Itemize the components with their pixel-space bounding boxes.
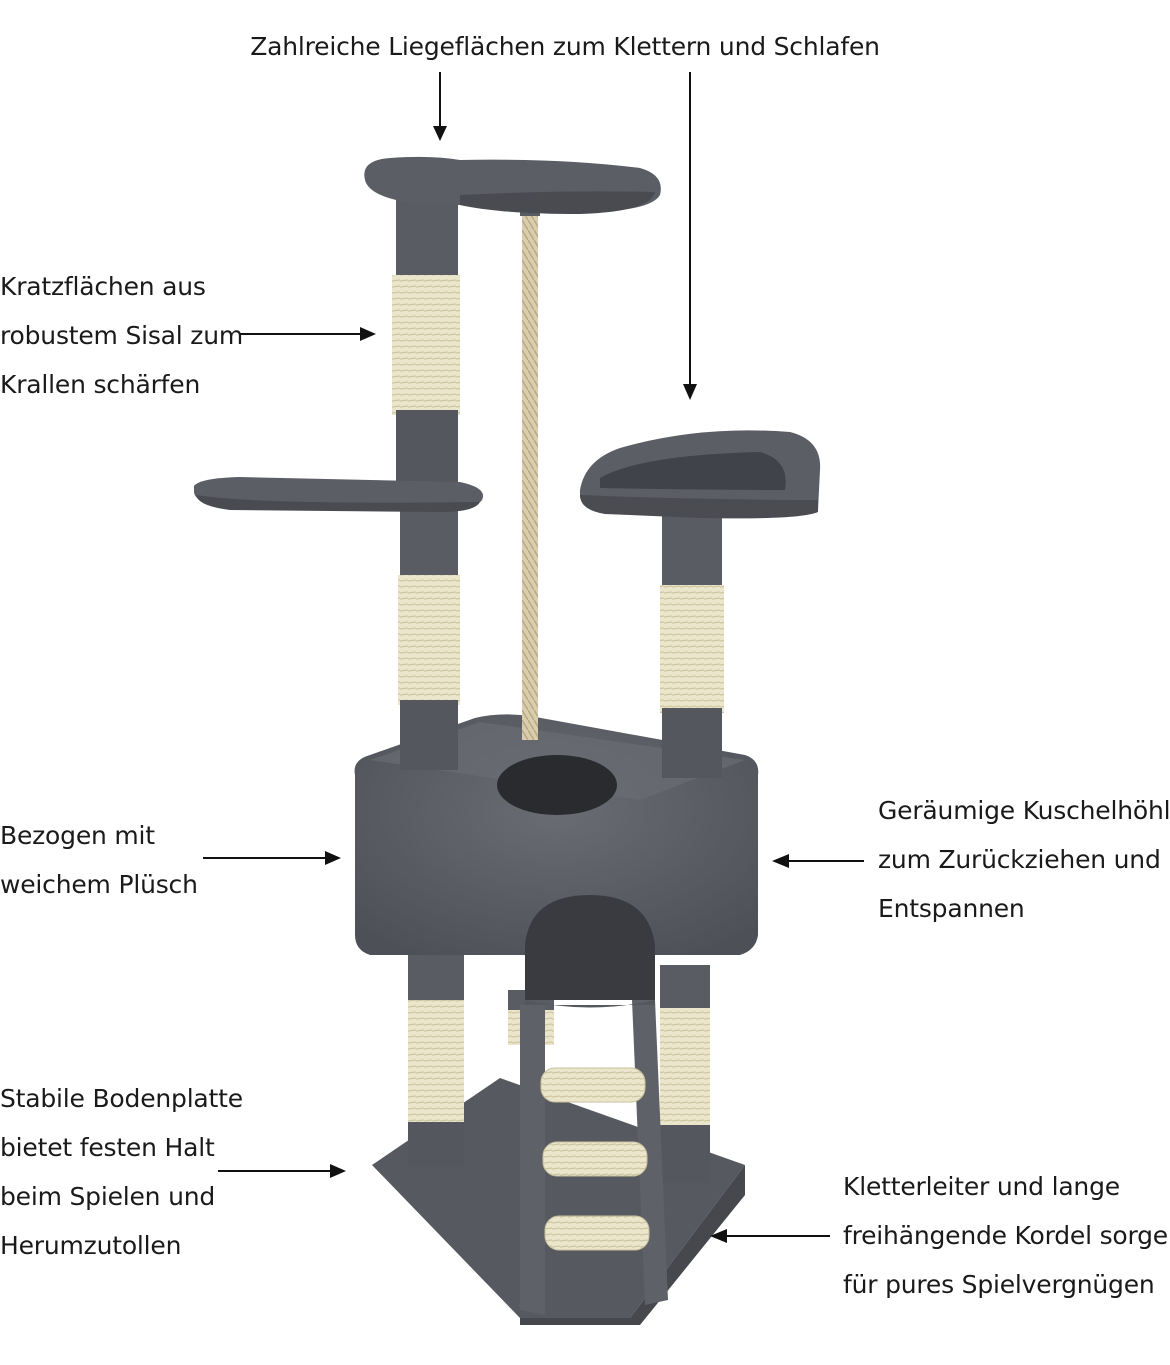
annotation-line: freihängende Kordel sorgen [843, 1221, 1170, 1250]
annotation-line: weichem Plüsch [0, 870, 198, 899]
annotation-sisal: Kratzflächen aus robustem Sisal zum Kral… [0, 262, 243, 409]
annotation-line: Geräumige Kuschelhöhle [878, 796, 1170, 825]
annotation-top-platforms: Zahlreiche Liegeflächen zum Klettern und… [0, 22, 1170, 71]
annotation-line: Entspannen [878, 894, 1025, 923]
cave-entrance [525, 895, 655, 1000]
lower-post-right [660, 965, 710, 1183]
annotation-base: Stabile Bodenplatte bietet festen Halt b… [0, 1074, 243, 1270]
right-post [660, 505, 724, 778]
hanging-rope [520, 198, 540, 740]
annotation-line: beim Spielen und [0, 1182, 216, 1211]
annotation-line: Kletterleiter und lange [843, 1172, 1120, 1201]
annotation-line: Bezogen mit [0, 821, 155, 850]
annotation-line: bietet festen Halt [0, 1133, 215, 1162]
tall-post [392, 190, 460, 770]
top-platform [364, 156, 661, 214]
annotation-line: Stabile Bodenplatte [0, 1084, 243, 1113]
climbing-ladder [520, 1000, 668, 1315]
annotation-ladder: Kletterleiter und lange freihängende Kor… [843, 1162, 1170, 1309]
cave-top-hole [497, 755, 617, 815]
middle-platform [194, 477, 484, 512]
lower-post-left [408, 955, 464, 1167]
annotation-line: Zahlreiche Liegeflächen zum Klettern und… [250, 32, 880, 61]
annotation-line: Krallen schärfen [0, 370, 201, 399]
annotation-line: Kratzflächen aus [0, 272, 206, 301]
annotation-line: robustem Sisal zum [0, 321, 244, 350]
basket-bed [580, 430, 821, 519]
arrows [203, 72, 864, 1243]
annotation-plush: Bezogen mit weichem Plüsch [0, 811, 198, 909]
annotation-line: für pures Spielvergnügen [843, 1270, 1155, 1299]
annotation-cave: Geräumige Kuschelhöhle zum Zurückziehen … [878, 786, 1170, 933]
annotation-line: zum Zurückziehen und [878, 845, 1161, 874]
annotation-line: Herumzutollen [0, 1231, 182, 1260]
plush-cave [354, 714, 759, 1008]
